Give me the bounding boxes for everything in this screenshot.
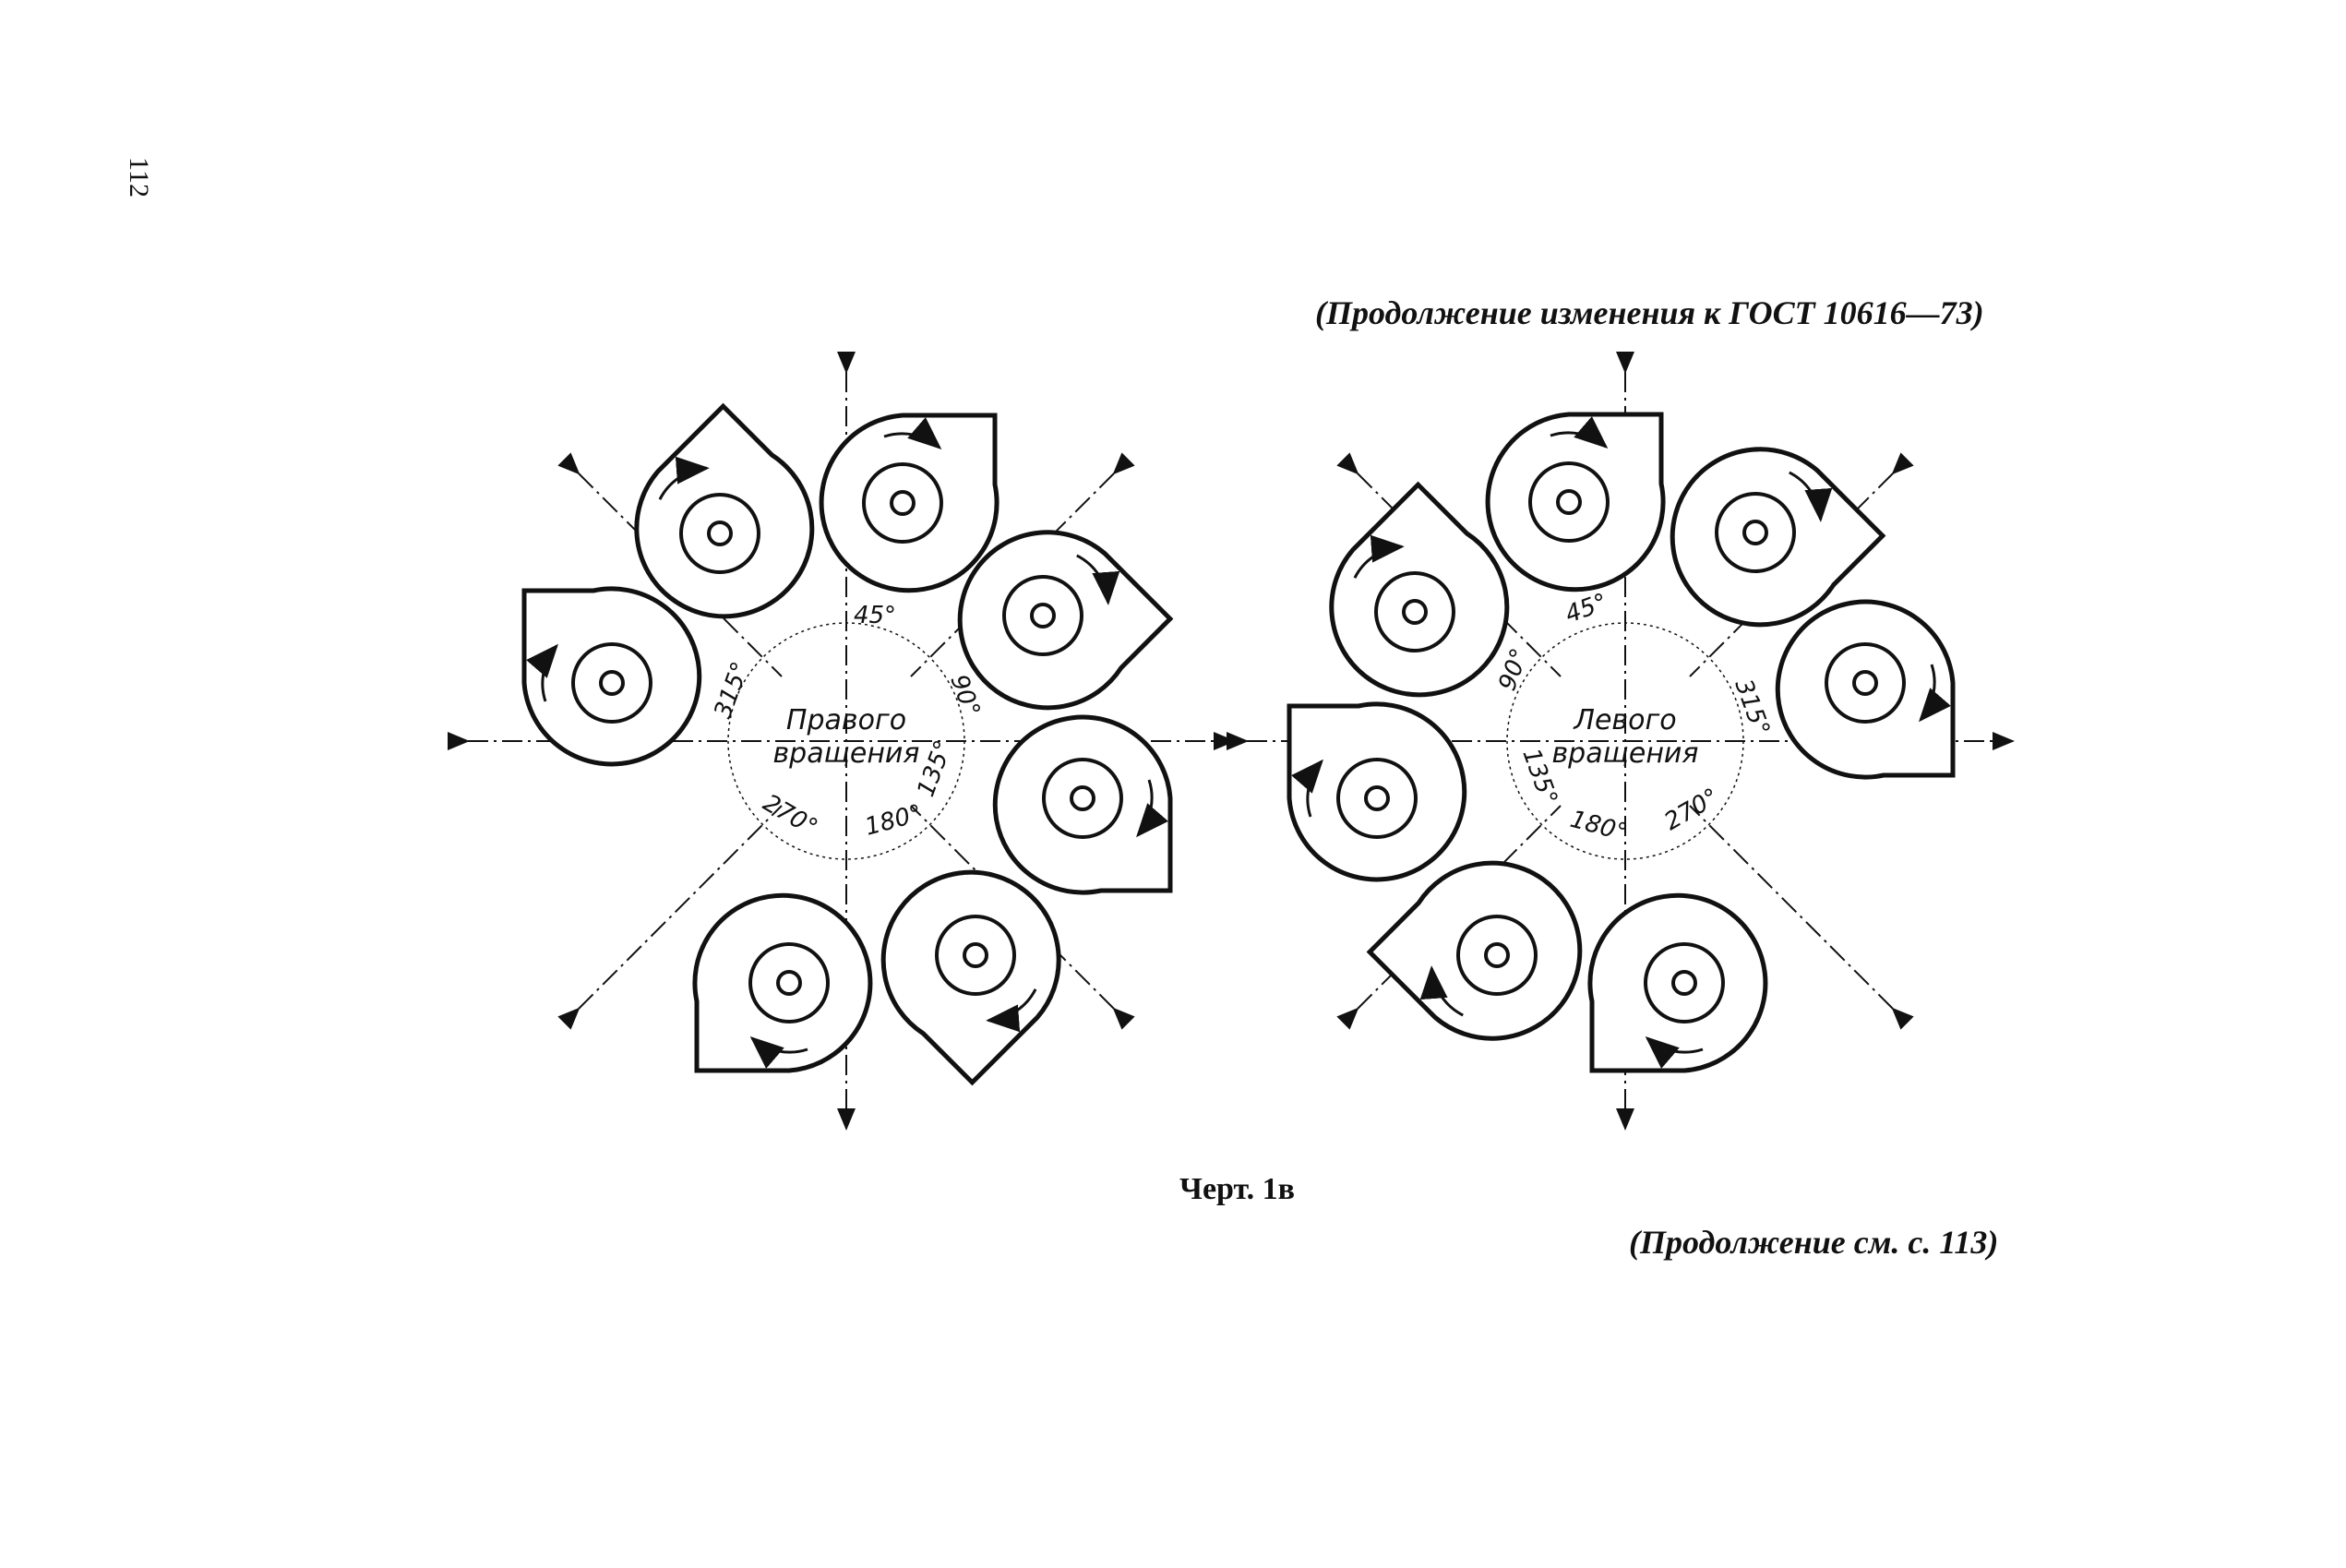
fan-housing <box>1329 481 1510 698</box>
impeller-circle <box>571 642 652 724</box>
angle-label-270: 270° <box>1660 784 1724 836</box>
impeller-circle <box>1336 758 1418 839</box>
fan-housing <box>1287 701 1467 882</box>
diagram-title-line1: Правого <box>786 704 906 736</box>
hub-icon <box>707 521 733 546</box>
hub-icon <box>1070 785 1095 811</box>
scroll-outline <box>992 714 1173 895</box>
rotation-arrow-icon <box>749 1036 808 1069</box>
hub-icon <box>1402 599 1428 625</box>
hub-icon <box>599 670 625 696</box>
rotation-arrow-icon <box>883 417 942 449</box>
angle-label-90: 90° <box>944 671 985 721</box>
impeller-circle <box>679 493 760 574</box>
rotation-arrow-icon <box>658 456 710 500</box>
rotation-arrow-icon <box>1353 534 1405 579</box>
fan-housing <box>692 892 873 1073</box>
hub-icon <box>890 490 916 516</box>
hub-icon <box>1364 785 1390 811</box>
angle-circle <box>1506 622 1744 860</box>
hub-icon <box>1556 489 1582 515</box>
scroll-outline <box>692 892 873 1073</box>
diagram-right-rotation: Правого вращения 45° 90° 135° 180° 270° … <box>448 352 1236 1131</box>
angle-label-315: 315° <box>1729 676 1775 739</box>
diagram-title-line2: вращения <box>1552 737 1699 770</box>
fan-housing <box>634 402 815 619</box>
diagonal-axis <box>1689 805 1914 1030</box>
fan-housing <box>1485 412 1666 592</box>
angle-label-315: 315° <box>709 658 755 722</box>
angle-label-90: 90° <box>1493 645 1534 695</box>
rotation-arrow-icon <box>1419 965 1464 1017</box>
scroll-outline <box>521 586 702 767</box>
diagram-left-rotation: Левого вращения 45° 90° 135° 180° 270° 3… <box>1227 352 2015 1131</box>
scroll-outline <box>819 413 999 593</box>
hub-icon <box>1671 970 1697 996</box>
impeller-circle <box>1825 642 1906 724</box>
rotation-arrow-icon <box>986 988 1037 1033</box>
scroll-outline <box>1775 599 1956 780</box>
angle-label-45: 45° <box>854 602 896 629</box>
rotation-arrow-icon <box>1645 1036 1704 1069</box>
rotation-arrow-icon <box>1136 779 1168 838</box>
impeller-circle <box>1002 575 1083 656</box>
scroll-outline <box>1587 892 1768 1073</box>
fan-housing <box>880 869 1061 1086</box>
impeller-circle <box>1715 492 1796 573</box>
diagonal-axis <box>557 805 783 1030</box>
hub-icon <box>776 970 802 996</box>
diagram-title-line2: вращения <box>773 737 920 770</box>
impeller-circle <box>1456 915 1538 996</box>
angle-label-45: 45° <box>1562 589 1611 629</box>
impeller-circle <box>1528 461 1610 543</box>
fan-housing <box>1775 599 1956 780</box>
header-note: (Продолжение изменения к ГОСТ 10616—73) <box>1315 294 1984 331</box>
angle-label-180: 180° <box>1567 806 1630 847</box>
hub-icon <box>963 942 988 968</box>
rotation-arrow-icon <box>526 643 558 702</box>
diagram-title-line1: Левого <box>1573 704 1676 736</box>
continuation-note: (Продолжение см. с. 113) <box>1629 1224 1999 1261</box>
hub-icon <box>1030 603 1056 628</box>
hub-icon <box>1742 520 1768 545</box>
hub-icon <box>1852 670 1878 696</box>
rotation-arrow-icon <box>1076 554 1120 605</box>
impeller-circle <box>1042 758 1123 839</box>
angle-circle <box>727 622 965 860</box>
fan-housing <box>1366 860 1583 1041</box>
scroll-outline <box>1485 412 1666 592</box>
impeller-circle <box>748 942 830 1023</box>
fan-housing <box>1587 892 1768 1073</box>
angle-label-270: 270° <box>759 789 822 842</box>
fan-housing <box>521 586 702 767</box>
impeller-circle <box>935 915 1016 996</box>
impeller-circle <box>862 462 943 544</box>
rotation-arrow-icon <box>1550 416 1609 449</box>
angle-label-180: 180° <box>862 800 925 842</box>
hub-icon <box>1484 942 1510 968</box>
fan-housing <box>819 413 999 593</box>
impeller-circle <box>1374 571 1455 652</box>
scroll-outline <box>1287 701 1467 882</box>
impeller-circle <box>1644 942 1725 1023</box>
rotation-arrow-icon <box>1789 471 1833 522</box>
fan-housing <box>957 530 1174 711</box>
fan-housing <box>992 714 1173 895</box>
rotation-arrow-icon <box>1291 759 1323 818</box>
rotation-arrow-icon <box>1919 664 1951 723</box>
figure-caption: Черт. 1в <box>1179 1172 1296 1206</box>
fan-housing <box>1670 447 1886 628</box>
